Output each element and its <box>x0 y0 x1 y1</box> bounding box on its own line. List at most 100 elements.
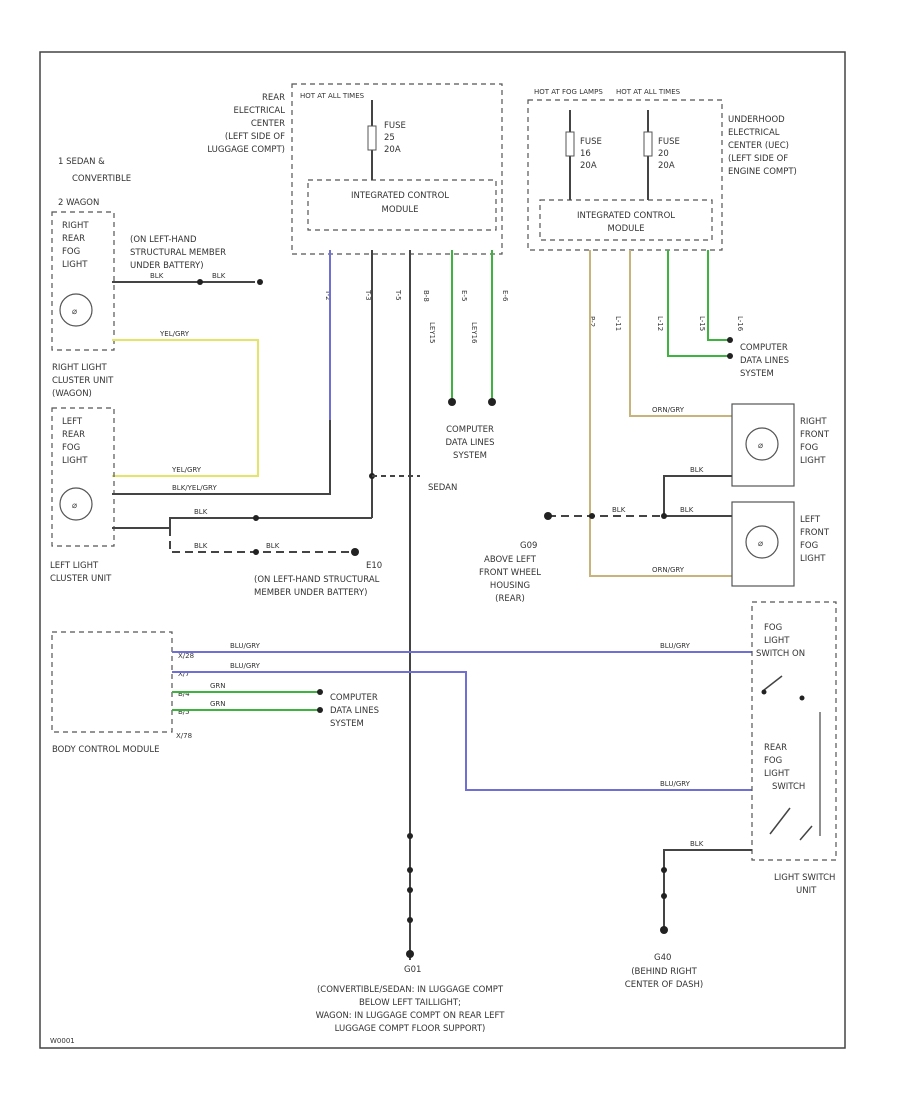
page-code: W0001 <box>50 1037 75 1045</box>
svg-text:UNIT: UNIT <box>796 886 817 896</box>
sedan-conv-note: 1 SEDAN & <box>58 157 105 167</box>
svg-text:20A: 20A <box>658 161 675 171</box>
svg-text:LUGGAGE COMPT): LUGGAGE COMPT) <box>207 145 285 155</box>
svg-text:X/7: X/7 <box>178 670 190 678</box>
svg-text:FOG: FOG <box>800 541 818 551</box>
ground-e10-label: E10 <box>366 561 382 571</box>
svg-text:REAR: REAR <box>62 430 85 440</box>
svg-text:(LEFT SIDE OF: (LEFT SIDE OF <box>728 154 788 164</box>
svg-text:L-12: L-12 <box>656 316 664 331</box>
svg-text:CENTER (UEC): CENTER (UEC) <box>728 141 789 151</box>
svg-text:LEFT LIGHT: LEFT LIGHT <box>50 561 99 571</box>
svg-text:BLU/GRY: BLU/GRY <box>660 642 691 650</box>
svg-text:FOG: FOG <box>764 623 782 633</box>
svg-text:COMPUTER: COMPUTER <box>740 343 788 353</box>
body-control-module: X/28 X/7 B/4 B/5 X/78 BODY CONTROL MODUL… <box>51 631 194 755</box>
ground-g01-label: G01 <box>404 965 421 975</box>
svg-text:BLK: BLK <box>680 506 694 514</box>
svg-text:SWITCH ON: SWITCH ON <box>756 649 805 659</box>
light-switch-unit: FOG LIGHT SWITCH ON REAR FOG LIGHT SWITC… <box>751 601 837 896</box>
svg-text:B/5: B/5 <box>178 708 190 716</box>
svg-text:COMPUTER: COMPUTER <box>446 425 494 435</box>
svg-text:YEL/GRY: YEL/GRY <box>159 330 190 338</box>
svg-text:REAR: REAR <box>262 93 285 103</box>
svg-text:BLU/GRY: BLU/GRY <box>660 780 691 788</box>
left-front-fog-light: ⌀ LEFT FRONT FOG LIGHT <box>731 501 830 587</box>
svg-text:L-16: L-16 <box>736 316 744 332</box>
diagram-frame <box>39 51 846 1049</box>
svg-text:LIGHT: LIGHT <box>800 456 826 466</box>
svg-text:BLK: BLK <box>150 272 164 280</box>
svg-text:(WAGON): (WAGON) <box>52 389 92 399</box>
svg-text:T-2: T-2 <box>324 289 332 301</box>
svg-text:BELOW LEFT TAILLIGHT;: BELOW LEFT TAILLIGHT; <box>359 998 461 1008</box>
svg-text:FOG: FOG <box>62 247 80 257</box>
svg-text:MODULE: MODULE <box>382 205 419 215</box>
svg-text:REAR: REAR <box>764 743 787 753</box>
wagon-note: 2 WAGON <box>58 198 99 208</box>
svg-text:DATA LINES: DATA LINES <box>330 706 379 716</box>
svg-text:SYSTEM: SYSTEM <box>453 451 487 461</box>
svg-text:DATA LINES: DATA LINES <box>740 356 789 366</box>
svg-text:⌀: ⌀ <box>72 501 77 511</box>
svg-text:BLK: BLK <box>266 542 280 550</box>
svg-text:CLUSTER UNIT: CLUSTER UNIT <box>52 376 114 386</box>
svg-text:16: 16 <box>580 149 591 159</box>
svg-text:RIGHT: RIGHT <box>62 221 89 231</box>
svg-text:⌀: ⌀ <box>758 441 763 451</box>
left-rear-fog-light: LEFT REAR FOG LIGHT ⌀ LEFT LIGHT CLUSTER… <box>50 407 115 584</box>
svg-text:T-3: T-3 <box>364 289 372 301</box>
svg-text:LEY16: LEY16 <box>470 322 478 344</box>
svg-text:E-5: E-5 <box>460 290 468 301</box>
svg-text:FRONT: FRONT <box>800 430 830 440</box>
svg-text:CENTER: CENTER <box>251 119 285 129</box>
svg-text:ENGINE COMPT): ENGINE COMPT) <box>728 167 797 177</box>
svg-text:BLK: BLK <box>212 272 226 280</box>
svg-text:BLK: BLK <box>690 466 704 474</box>
svg-text:RIGHT LIGHT: RIGHT LIGHT <box>52 363 108 373</box>
svg-text:E-6: E-6 <box>501 290 509 302</box>
svg-text:FUSE: FUSE <box>580 137 602 147</box>
svg-text:LIGHT: LIGHT <box>764 636 790 646</box>
svg-text:MODULE: MODULE <box>608 224 645 234</box>
svg-text:(LEFT SIDE OF: (LEFT SIDE OF <box>225 132 285 142</box>
svg-text:ELECTRICAL: ELECTRICAL <box>728 128 780 138</box>
svg-text:FRONT WHEEL: FRONT WHEEL <box>479 568 541 578</box>
svg-text:BLK: BLK <box>612 506 626 514</box>
svg-text:SYSTEM: SYSTEM <box>330 719 364 729</box>
svg-text:HOT AT FOG LAMPS: HOT AT FOG LAMPS <box>534 88 603 96</box>
svg-text:CENTER OF DASH): CENTER OF DASH) <box>625 980 703 990</box>
svg-text:BLU/GRY: BLU/GRY <box>230 662 261 670</box>
svg-text:20A: 20A <box>384 145 401 155</box>
ground-g09-label: G09 <box>520 541 537 551</box>
svg-text:ELECTRICAL: ELECTRICAL <box>233 106 285 116</box>
svg-text:FOG: FOG <box>62 443 80 453</box>
svg-text:LIGHT: LIGHT <box>800 554 826 564</box>
svg-text:⌀: ⌀ <box>72 307 77 317</box>
svg-text:DATA LINES: DATA LINES <box>446 438 495 448</box>
svg-text:ORN/GRY: ORN/GRY <box>652 566 685 574</box>
svg-text:GRN: GRN <box>210 700 226 708</box>
svg-text:UNDER BATTERY): UNDER BATTERY) <box>130 261 204 271</box>
svg-text:LIGHT: LIGHT <box>764 769 790 779</box>
svg-text:HOUSING: HOUSING <box>490 581 530 591</box>
svg-text:ORN/GRY: ORN/GRY <box>652 406 685 414</box>
svg-text:MEMBER UNDER BATTERY): MEMBER UNDER BATTERY) <box>254 588 367 598</box>
svg-text:FOG: FOG <box>764 756 782 766</box>
svg-text:ABOVE LEFT: ABOVE LEFT <box>484 555 537 565</box>
svg-text:L-15: L-15 <box>698 316 706 331</box>
svg-text:REAR: REAR <box>62 234 85 244</box>
svg-text:(BEHIND RIGHT: (BEHIND RIGHT <box>631 967 697 977</box>
svg-text:T-5: T-5 <box>394 289 402 301</box>
ground-g40-label: G40 <box>654 953 671 963</box>
svg-text:FRONT: FRONT <box>800 528 830 538</box>
svg-text:X/78: X/78 <box>176 732 192 740</box>
svg-text:FUSE: FUSE <box>658 137 680 147</box>
svg-text:L-11: L-11 <box>614 316 622 331</box>
svg-text:⌀: ⌀ <box>758 539 763 549</box>
svg-text:BLU/GRY: BLU/GRY <box>230 642 261 650</box>
svg-text:B/4: B/4 <box>178 690 190 698</box>
svg-text:INTEGRATED CONTROL: INTEGRATED CONTROL <box>351 191 449 201</box>
svg-text:BLK: BLK <box>194 508 208 516</box>
